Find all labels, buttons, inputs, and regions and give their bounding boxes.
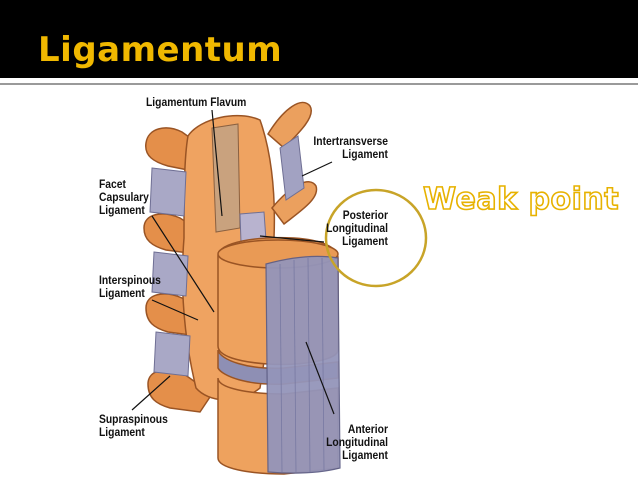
leader-lines	[131, 109, 335, 415]
title-bar: Ligamentum	[0, 0, 638, 78]
label-interspinous: Interspinous Ligament	[99, 273, 161, 300]
weak-point-callout: Weak point	[422, 181, 620, 218]
label-facet-capsulary: Facet Capsulary Ligament	[99, 177, 149, 217]
label-intertransverse: Intertransverse Ligament	[313, 134, 388, 161]
label-ligamentum-flavum: Ligamentum Flavum	[146, 95, 247, 109]
anterior-longitudinal-band	[265, 255, 341, 474]
weak-point-circle	[324, 188, 428, 288]
label-posterior-longitudinal: Posterior Longitudinal Ligament	[326, 208, 388, 248]
interspinous-ligaments	[149, 167, 191, 377]
transverse-processes	[267, 101, 318, 226]
slide-title: Ligamentum	[38, 30, 283, 70]
ligamentum-flavum-band	[211, 123, 241, 233]
title-divider	[0, 83, 638, 85]
label-supraspinous: Supraspinous Ligament	[99, 412, 168, 439]
intertransverse-ligament-band	[279, 135, 305, 201]
ligament-fibers	[279, 257, 325, 473]
spine-ligament-illustration	[131, 101, 428, 475]
label-anterior-longitudinal: Anterior Longitudinal Ligament	[326, 422, 388, 462]
